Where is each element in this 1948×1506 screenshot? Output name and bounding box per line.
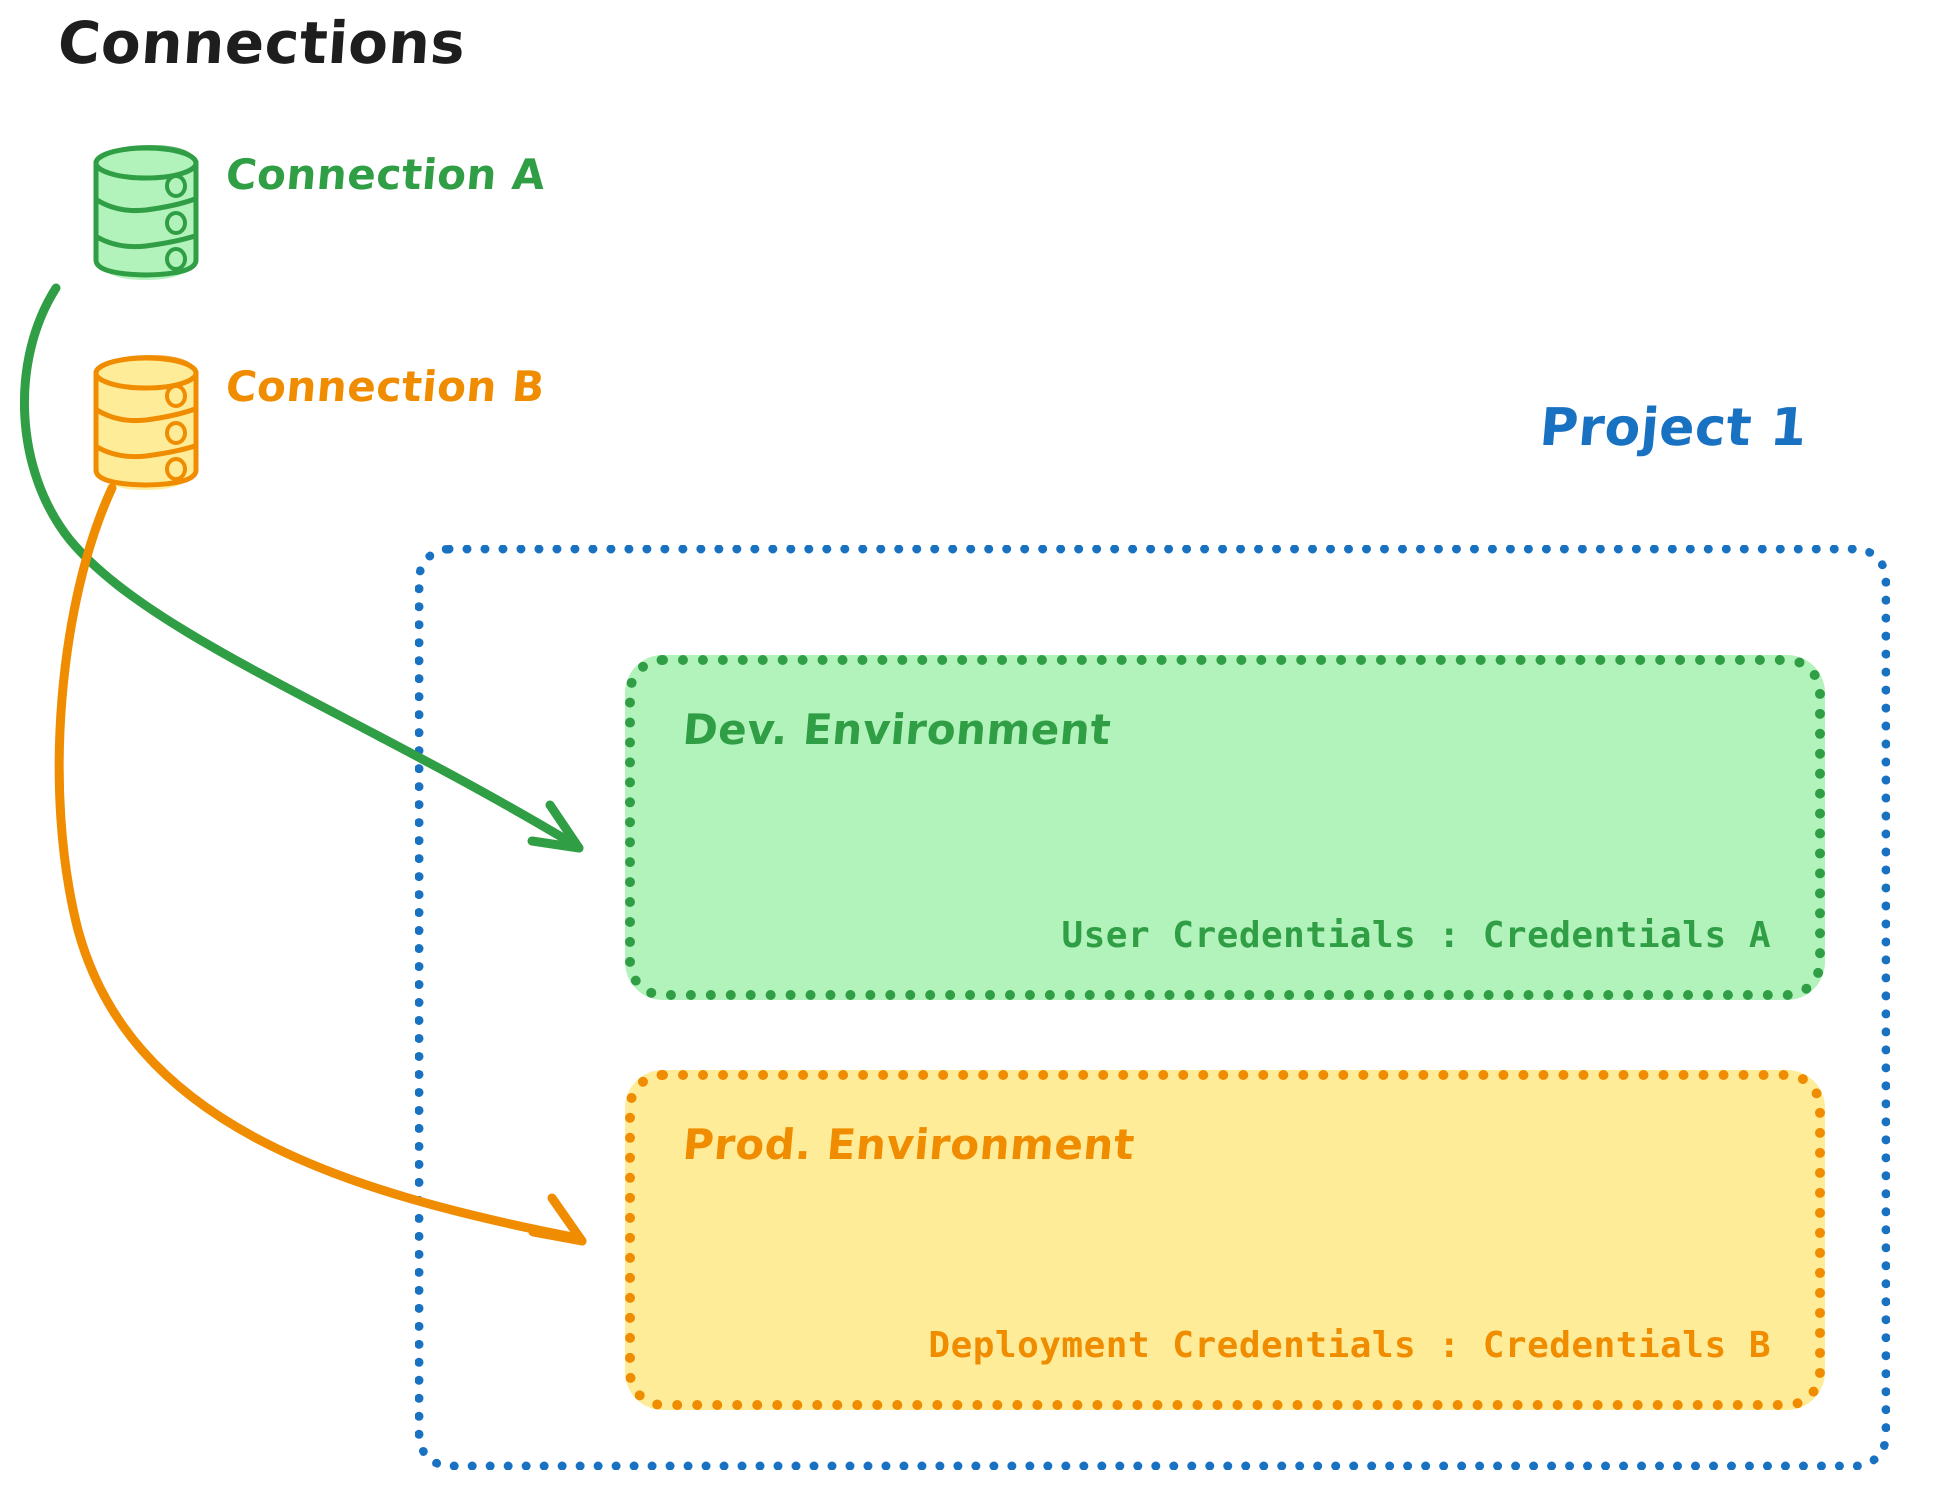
connection-a-label: Connection A bbox=[223, 150, 548, 199]
project-title: Project 1 bbox=[1537, 398, 1810, 458]
database-cylinder-icon-connection-a bbox=[84, 134, 210, 290]
connections-title: Connections bbox=[55, 9, 468, 77]
prod-environment-credentials: Deployment Credentials : Credentials B bbox=[928, 1325, 1771, 1366]
prod-environment-box[interactable]: Prod. Environment Deployment Credentials… bbox=[625, 1070, 1825, 1410]
dev-environment-box[interactable]: Dev. Environment User Credentials : Cred… bbox=[625, 655, 1825, 1000]
dev-environment-title: Dev. Environment bbox=[680, 705, 1114, 754]
dev-environment-credentials: User Credentials : Credentials A bbox=[1061, 915, 1771, 956]
connection-b-label: Connection B bbox=[223, 362, 547, 411]
database-cylinder-icon-connection-b bbox=[84, 344, 210, 500]
prod-environment-title: Prod. Environment bbox=[680, 1120, 1137, 1169]
